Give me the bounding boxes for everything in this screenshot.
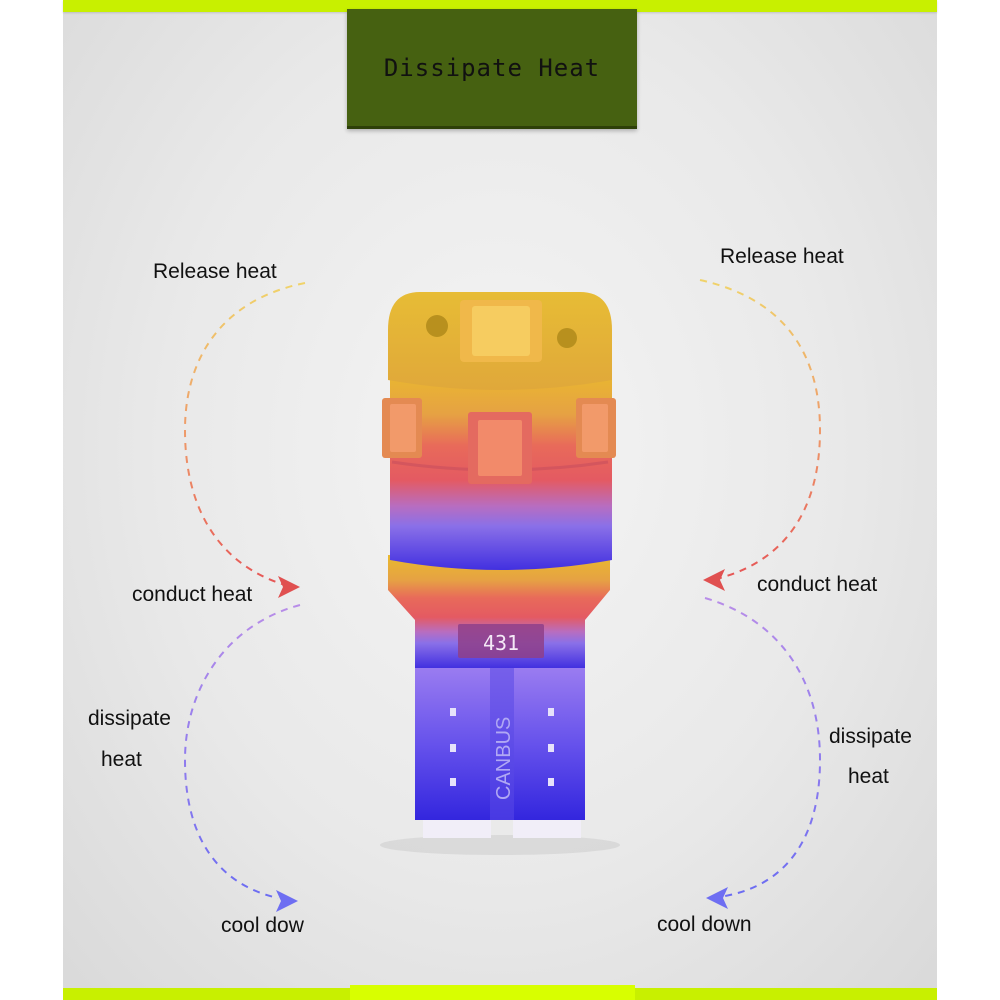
- left-cool-arc: [183, 604, 301, 899]
- led-bulb: 431 CANBUS: [380, 292, 620, 855]
- left-heat-arc: [183, 282, 306, 586]
- left-conduct-heat-label: conduct heat: [132, 583, 253, 606]
- title-banner: Dissipate Heat: [347, 9, 637, 129]
- right-heat-arc: [699, 279, 822, 579]
- left-conduct-arrow-icon: [278, 576, 300, 598]
- canbus-label: CANBUS: [493, 717, 515, 800]
- left-heat-label: heat: [101, 748, 142, 771]
- right-heat-label: heat: [848, 765, 889, 788]
- right-cool-arrow-icon: [706, 887, 728, 909]
- left-dissipate-label: dissipate: [88, 707, 171, 730]
- left-cool-arrow-icon: [276, 890, 298, 912]
- chip-code-label: 431: [483, 631, 519, 655]
- right-cool-arc: [704, 597, 822, 897]
- left-cool-down-label: cool dow: [221, 914, 304, 937]
- left-release-heat-label: Release heat: [153, 260, 277, 283]
- right-conduct-heat-label: conduct heat: [757, 573, 878, 596]
- right-release-heat-label: Release heat: [720, 245, 844, 268]
- top-accent-bar: [63, 0, 937, 12]
- right-cool-down-label: cool down: [657, 913, 752, 936]
- right-conduct-arrow-icon: [703, 569, 725, 591]
- page-title: Dissipate Heat: [383, 53, 601, 82]
- right-dissipate-label: dissipate: [829, 725, 912, 748]
- bottom-accent-highlight: [350, 985, 635, 1000]
